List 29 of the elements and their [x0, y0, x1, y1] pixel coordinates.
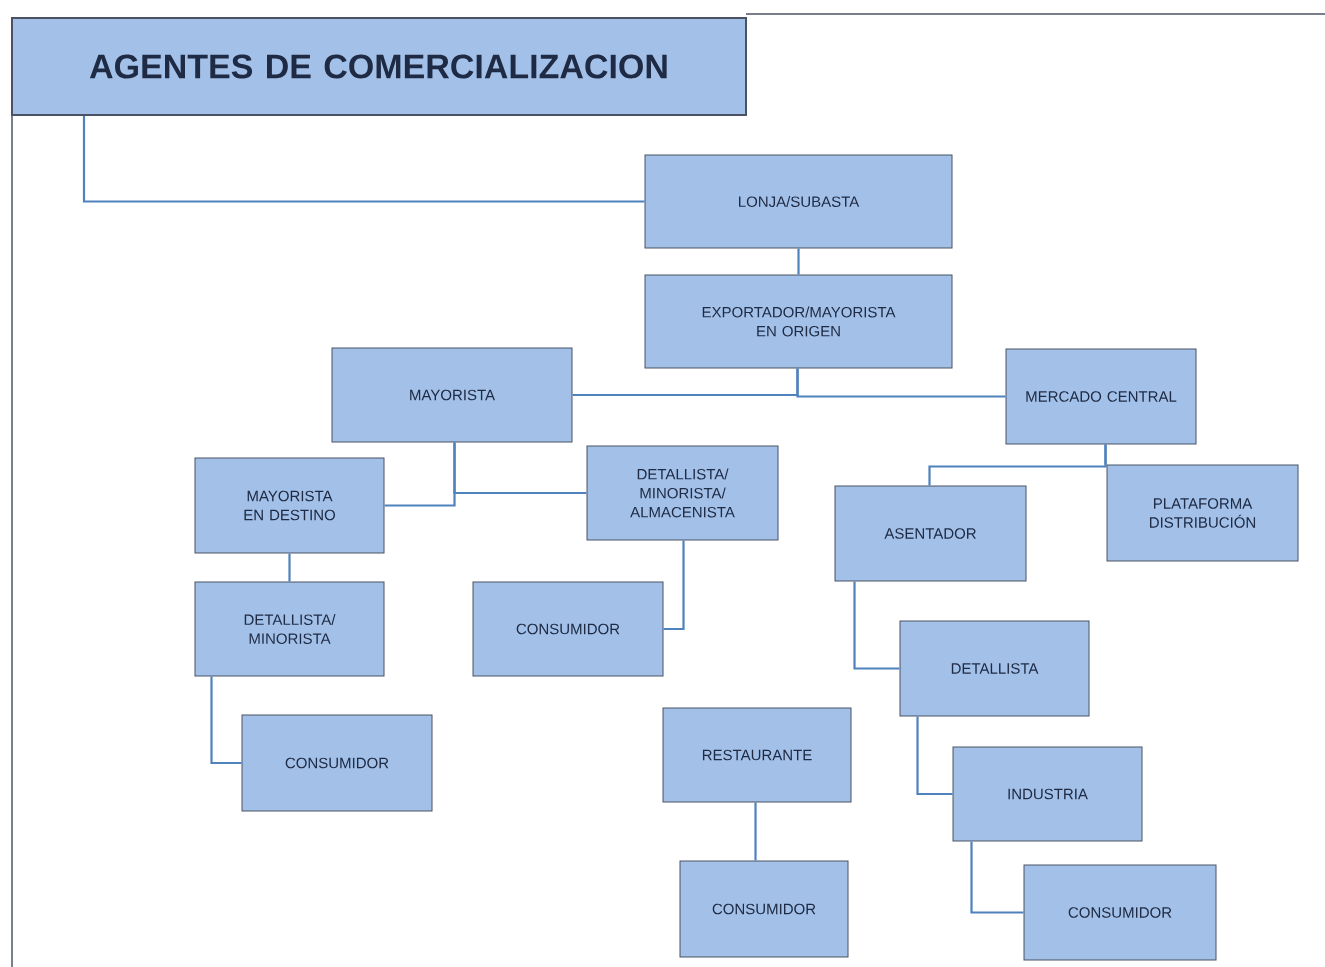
agent-box: DETALLISTA/ MINORISTA/ ALMACENISTA: [586, 445, 779, 541]
agent-box: LONJA/SUBASTA: [644, 154, 953, 249]
connector-line: [210, 676, 242, 765]
connector-line: [853, 581, 900, 670]
agent-box: CONSUMIDOR: [1023, 864, 1217, 961]
connector-line: [288, 553, 291, 582]
agent-box: DETALLISTA/ MINORISTA: [194, 581, 385, 677]
connector-line: [453, 442, 587, 495]
agent-box: MAYORISTA EN DESTINO: [194, 457, 385, 554]
agent-box: PLATAFORMA DISTRIBUCIÓN: [1106, 464, 1299, 562]
title-box: AGENTES DE COMERCIALIZACION: [11, 17, 747, 116]
agent-box: DETALLISTA: [899, 620, 1090, 717]
agent-box: CONSUMIDOR: [472, 581, 664, 677]
agent-box: MERCADO CENTRAL: [1005, 348, 1197, 445]
connector-line: [82, 116, 645, 203]
connector-line: [754, 802, 757, 861]
agent-box: CONSUMIDOR: [679, 860, 849, 958]
agent-box: RESTAURANTE: [662, 707, 852, 803]
agent-box: MAYORISTA: [331, 347, 573, 443]
connector-line: [916, 716, 953, 796]
connector-line: [663, 540, 685, 631]
connector-line: [1104, 444, 1107, 465]
connector-line: [970, 841, 1024, 914]
connector-line: [797, 248, 800, 275]
agent-box: EXPORTADOR/MAYORISTA EN ORIGEN: [644, 274, 953, 369]
agent-box: INDUSTRIA: [952, 746, 1143, 842]
agent-box: CONSUMIDOR: [241, 714, 433, 812]
connector-line: [796, 368, 1006, 398]
agent-box: ASENTADOR: [834, 485, 1027, 582]
